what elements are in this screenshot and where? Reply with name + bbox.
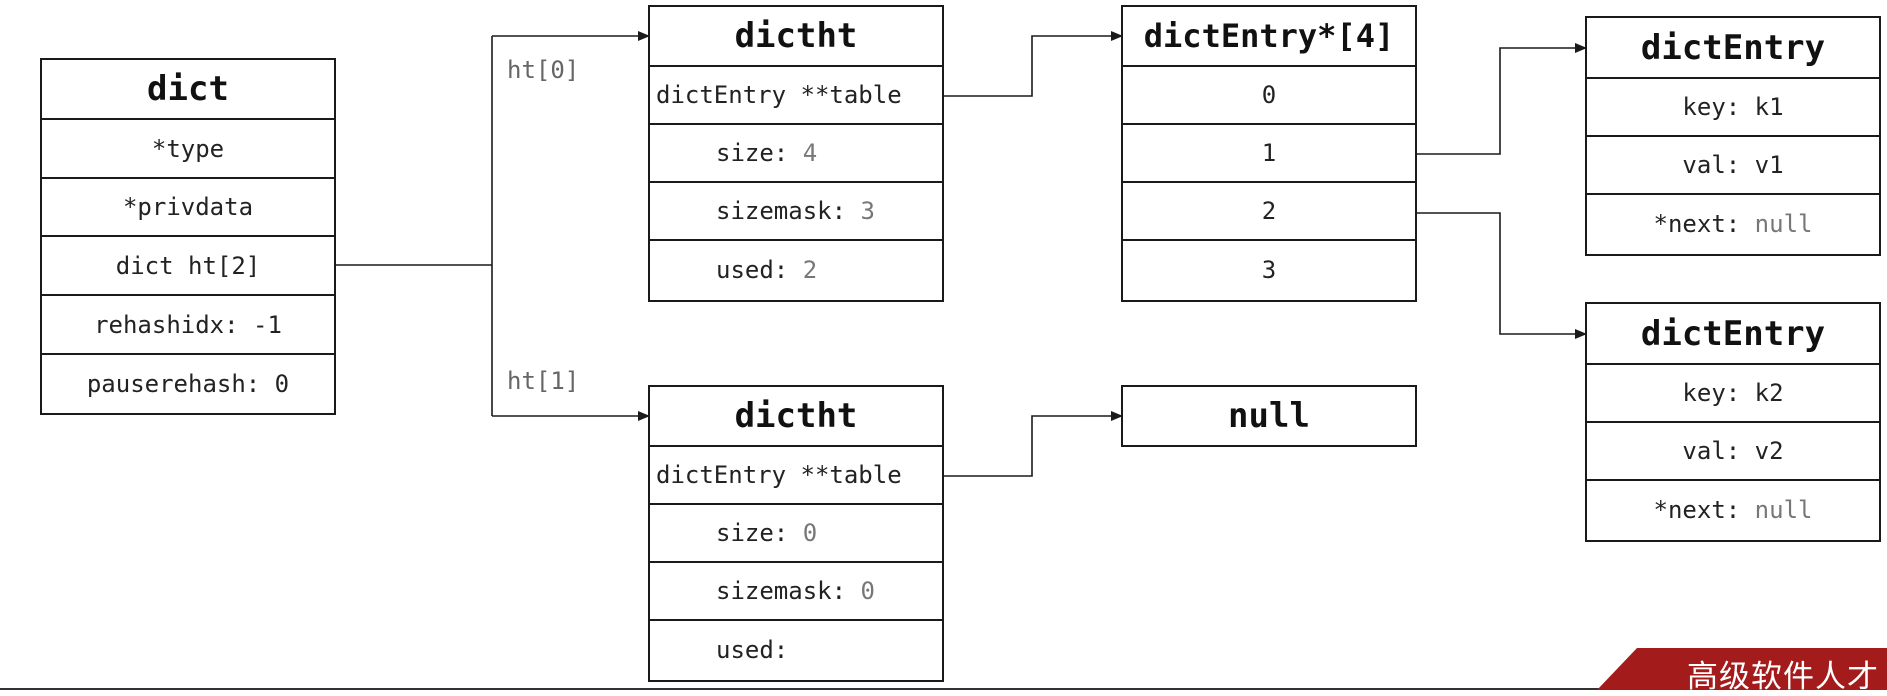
ht0-label: ht[0] xyxy=(507,56,580,84)
dictht0-used: used: 2 xyxy=(716,256,818,284)
dict-field-ht: dict ht[2] xyxy=(42,237,334,296)
dictht1-box: dictht dictEntry **table size: 0 sizemas… xyxy=(648,385,944,682)
dict-entry-1-header: dictEntry xyxy=(1587,18,1879,79)
dict-entry-2-next-value: null xyxy=(1754,496,1813,524)
dictht1-header: dictht xyxy=(650,387,942,447)
dict-field-type: *type xyxy=(42,120,334,179)
dictht0-sizemask-value: 3 xyxy=(860,197,875,225)
dictht0-size: size: 4 xyxy=(650,125,942,183)
ht1-label: ht[1] xyxy=(507,367,580,395)
arrow-slot2-to-entry2 xyxy=(1415,212,1587,339)
dict-field-privdata: *privdata xyxy=(42,179,334,237)
null-label: null xyxy=(1228,395,1310,436)
array-slot-2: 2 xyxy=(1123,183,1415,241)
dictht0-used-value: 2 xyxy=(802,256,818,284)
dict-header: dict xyxy=(42,60,334,120)
dict-entry-1-val: val: v1 xyxy=(1587,137,1879,195)
dict-box: dict *type *privdata dict ht[2] rehashid… xyxy=(40,58,336,415)
bottom-border-line xyxy=(0,688,1887,690)
dict-field-rehashidx: rehashidx: -1 xyxy=(42,296,334,355)
dictht0-sizemask: sizemask: 3 xyxy=(650,183,942,241)
dictht1-size: size: 0 xyxy=(650,505,942,563)
dict-entry-2-next: *next: null xyxy=(1653,496,1813,524)
array-slot-0: 0 xyxy=(1123,67,1415,125)
entry-array-box: dictEntry*[4] 0 1 2 3 xyxy=(1121,5,1417,302)
dict-entry-1-key: key: k1 xyxy=(1587,79,1879,137)
dictht1-sizemask-value: 0 xyxy=(860,577,875,605)
null-box: null xyxy=(1121,385,1417,447)
dictht0-table: dictEntry **table xyxy=(650,67,942,125)
watermark-text: 高级软件人才 xyxy=(1687,659,1879,695)
dictht1-size-value: 0 xyxy=(802,519,818,547)
entry-array-header: dictEntry*[4] xyxy=(1123,7,1415,67)
dict-entry-1-next: *next: null xyxy=(1653,210,1813,238)
arrow-table1-to-null xyxy=(941,411,1123,477)
dictht0-size-value: 4 xyxy=(802,139,818,167)
watermark-badge: 高级软件人才 xyxy=(1597,648,1887,690)
dict-entry-2-val: val: v2 xyxy=(1587,423,1879,481)
dict-entry-2-key: key: k2 xyxy=(1587,365,1879,423)
array-slot-1: 1 xyxy=(1123,125,1415,183)
dict-field-pauserehash: pauserehash: 0 xyxy=(86,369,290,398)
dictht0-header: dictht xyxy=(650,7,942,67)
dictht1-sizemask: sizemask: 0 xyxy=(650,563,942,621)
dictht1-table: dictEntry **table xyxy=(650,447,942,505)
arrow-table0-to-array xyxy=(941,31,1123,97)
ht-bus-line xyxy=(334,36,493,416)
array-slot-3: 3 xyxy=(1261,256,1277,284)
dictht1-used: used: xyxy=(716,636,803,664)
dict-entry-2-header: dictEntry xyxy=(1587,304,1879,365)
arrow-slot1-to-entry1 xyxy=(1415,43,1587,155)
dict-entry-1-box: dictEntry key: k1 val: v1 *next: null xyxy=(1585,16,1881,256)
dictht0-box: dictht dictEntry **table size: 4 sizemas… xyxy=(648,5,944,302)
dict-entry-1-next-value: null xyxy=(1754,210,1813,238)
dict-entry-2-box: dictEntry key: k2 val: v2 *next: null xyxy=(1585,302,1881,542)
